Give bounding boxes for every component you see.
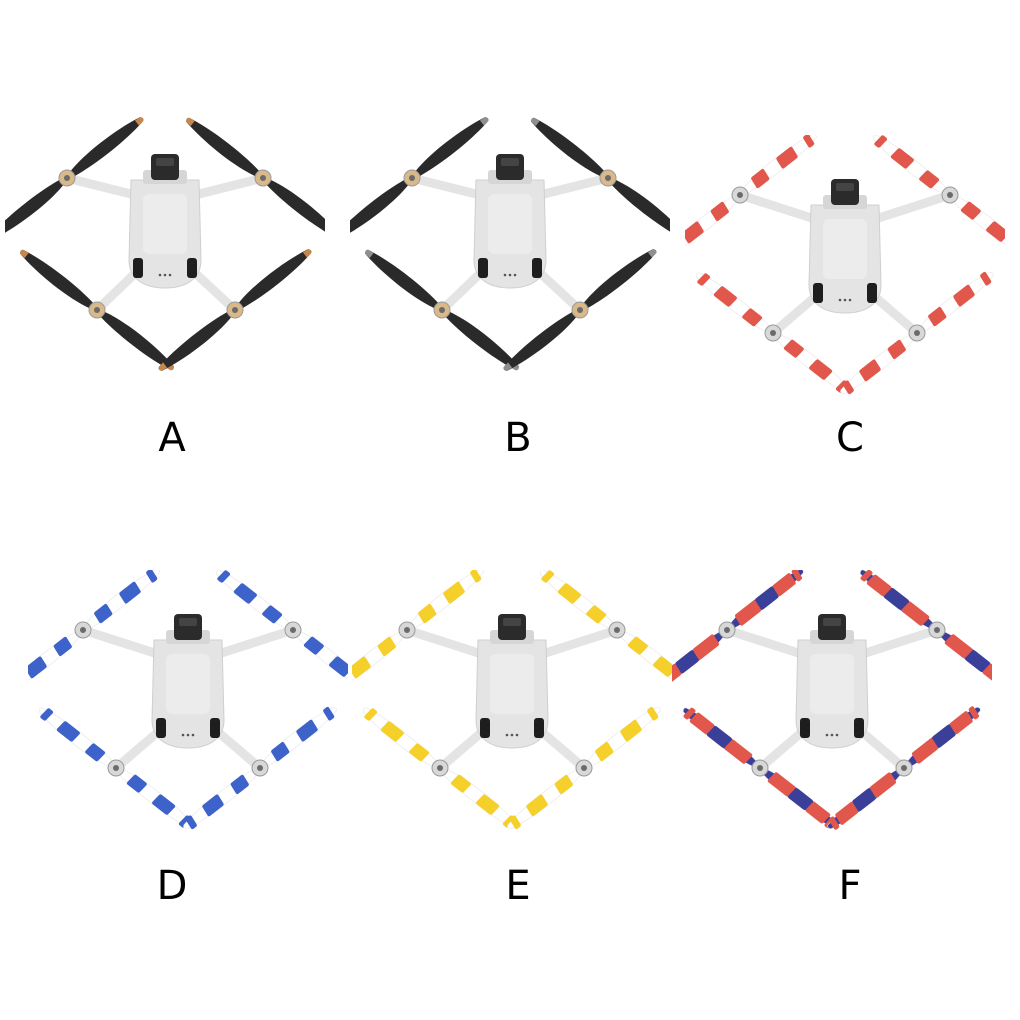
camera-gimbal: [490, 614, 534, 644]
drone-body: [808, 204, 882, 314]
propeller-blade: [414, 117, 489, 177]
propeller-blade: [872, 134, 948, 195]
propeller-blade: [531, 117, 606, 177]
propeller-blade: [952, 195, 1020, 256]
propeller-blade: [729, 568, 804, 630]
propeller-blade: [507, 768, 582, 830]
propeller-blade: [262, 706, 337, 768]
propeller-blade: [919, 271, 994, 333]
camera-gimbal: [823, 179, 867, 209]
camera-gimbal: [143, 154, 187, 184]
variant-label-b: B: [504, 415, 532, 461]
propeller-blade: [365, 249, 440, 309]
drone-variant-b: [335, 110, 685, 385]
propeller-blade: [265, 179, 340, 239]
propeller-blade: [215, 569, 291, 630]
propeller-blade: [906, 706, 981, 768]
drone-body: [475, 639, 549, 749]
propeller-blade: [619, 630, 695, 691]
propeller-blade: [682, 707, 758, 768]
drone-variant-d: [6, 568, 371, 845]
drone-body: [473, 179, 547, 289]
propeller-blade: [582, 249, 657, 309]
variant-label-e: E: [505, 863, 531, 909]
drone-variant-f: [650, 568, 1015, 845]
propeller-blade: [586, 706, 661, 768]
propeller-blade: [38, 707, 114, 768]
drone-variant-a: [0, 110, 340, 385]
propeller-blade: [186, 117, 261, 177]
propeller-blade: [442, 768, 518, 829]
propeller-blade: [183, 768, 258, 830]
propeller-blade: [650, 630, 725, 692]
variant-label-c: C: [836, 415, 864, 461]
propeller-blade: [503, 311, 578, 371]
propeller-blade: [6, 630, 81, 692]
drone-body: [795, 639, 869, 749]
propeller-blade: [69, 117, 144, 177]
variant-label-f: F: [838, 863, 862, 909]
propeller-blade: [762, 768, 838, 829]
propeller-blade: [118, 768, 194, 829]
propeller-blade: [775, 333, 851, 394]
propeller-blade: [335, 179, 410, 239]
propeller-blade: [237, 249, 312, 309]
variant-label-d: D: [156, 863, 188, 909]
variant-label-a: A: [158, 415, 186, 461]
propeller-blade: [610, 179, 685, 239]
propeller-blade: [20, 249, 95, 309]
propeller-blade: [85, 568, 160, 630]
propeller-blade: [409, 568, 484, 630]
propeller-blade: [840, 333, 915, 395]
propeller-blade: [859, 569, 935, 630]
propeller-blade: [539, 569, 615, 630]
camera-gimbal: [488, 154, 532, 184]
propeller-blade: [158, 311, 233, 371]
propeller-blade: [362, 707, 438, 768]
propeller-blade: [330, 630, 405, 692]
camera-gimbal: [166, 614, 210, 644]
propeller-blade: [295, 630, 371, 691]
propeller-blade: [939, 630, 1015, 691]
camera-gimbal: [810, 614, 854, 644]
propeller-blade: [742, 133, 817, 195]
drone-body: [128, 179, 202, 289]
propeller-blade: [663, 195, 738, 257]
propeller-blade: [695, 272, 771, 333]
drone-body: [151, 639, 225, 749]
propeller-blade: [827, 768, 902, 830]
drone-variant-e: [330, 568, 695, 845]
drone-variant-c: [663, 133, 1020, 410]
propeller-blade: [0, 179, 65, 239]
